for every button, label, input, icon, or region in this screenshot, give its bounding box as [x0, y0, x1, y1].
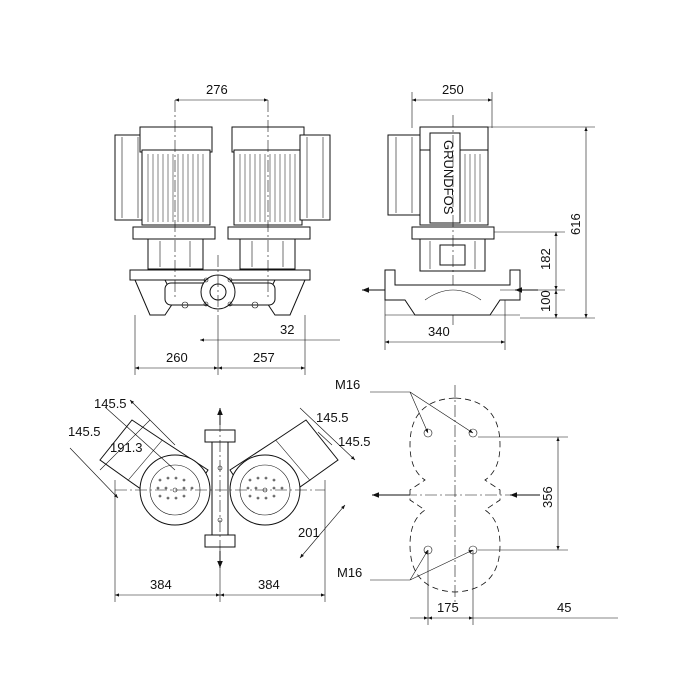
footprint-view: M16 M16 356 175 45 [335, 377, 618, 625]
dim-356-label: 356 [540, 486, 555, 508]
dim-257-label: 257 [253, 350, 275, 365]
dim-175-label: 175 [437, 600, 459, 615]
dim-616-label: 616 [568, 213, 583, 235]
dim-145-5-b-label: 145.5 [68, 424, 101, 439]
dim-384-left-label: 384 [150, 577, 172, 592]
m16-bottom-label: M16 [337, 565, 362, 580]
brand-logo: GRUNDFOS [441, 140, 456, 215]
side-view: GRUNDFOS 250 616 182 100 [362, 82, 595, 350]
dim-340-label: 340 [428, 324, 450, 339]
m16-top-label: M16 [335, 377, 360, 392]
dim-100-label: 100 [538, 290, 553, 312]
right-motor-top [229, 419, 339, 526]
dim-145-5-c-label: 145.5 [316, 410, 349, 425]
right-motor [227, 126, 331, 270]
dim-145-5-d-label: 145.5 [338, 434, 371, 449]
dim-384-right-label: 384 [258, 577, 280, 592]
left-motor [114, 126, 216, 270]
dim-145-5-a-label: 145.5 [94, 396, 127, 411]
pump-housing-front [129, 269, 311, 316]
dim-45-label: 45 [557, 600, 571, 615]
dim-182-label: 182 [538, 248, 553, 270]
dim-250-label: 250 [442, 82, 464, 97]
front-view: 276 32 260 257 [114, 82, 340, 375]
dim-276-label: 276 [206, 82, 228, 97]
dim-32-label: 32 [280, 322, 294, 337]
dim-201-label: 201 [298, 525, 320, 540]
left-motor-top [99, 419, 211, 526]
dim-191-3-label: 191.3 [110, 440, 143, 455]
dim-260-label: 260 [166, 350, 188, 365]
top-view: 145.5 145.5 191.3 145.5 145.5 201 384 38… [68, 396, 371, 602]
